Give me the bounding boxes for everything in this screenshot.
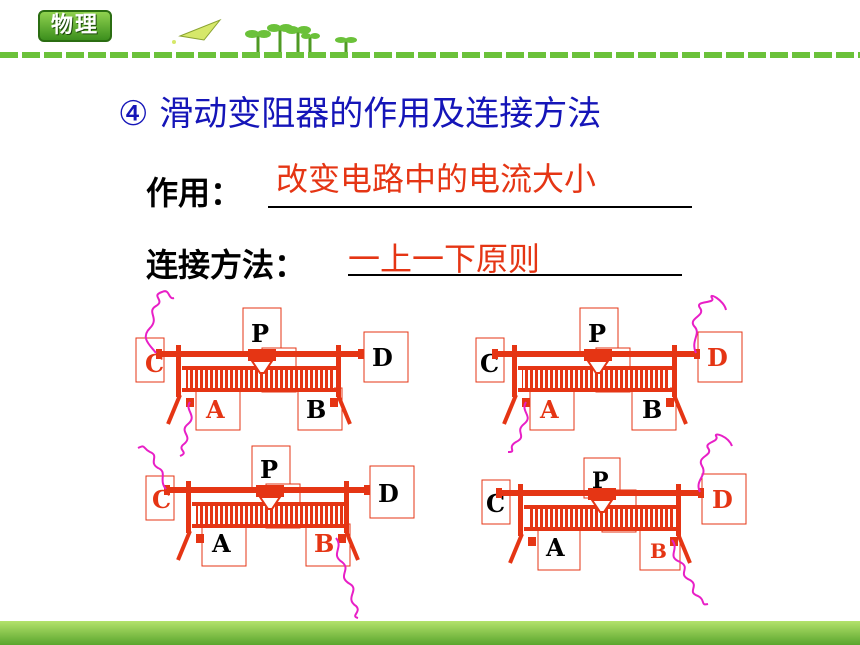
connection-answer: 一上一下原则: [348, 240, 541, 278]
connection-label: 连接方法：: [146, 246, 307, 284]
wire: [691, 294, 727, 354]
label-box-a: [529, 387, 575, 431]
terminal-d: D: [378, 479, 399, 508]
slider: [248, 349, 276, 361]
label-box-d: [363, 331, 409, 383]
rheostat-2: C P D A B: [475, 294, 743, 453]
wire: [697, 433, 733, 493]
label-box-c: [145, 475, 175, 521]
connection-underline: [348, 274, 682, 276]
wire: [335, 537, 359, 619]
terminal-d: D: [707, 343, 728, 372]
label-box-p: [242, 307, 282, 353]
sprout-decoration-icon: [172, 18, 357, 52]
label-box-c: [475, 337, 505, 383]
terminal-p: P: [251, 319, 269, 348]
terminal-p: P: [588, 319, 606, 348]
header-divider: [0, 52, 860, 58]
label-box-a: [195, 387, 241, 431]
footer-bar: [0, 621, 860, 645]
terminal-p: P: [592, 468, 609, 494]
rheostat-1: C P D A B: [135, 290, 409, 457]
slider: [256, 485, 284, 497]
resistance-coil: [196, 505, 344, 525]
label-box-d: [697, 331, 743, 383]
label-box-p: [251, 445, 291, 491]
terminal-b: B: [314, 529, 334, 558]
terminal-a: A: [205, 395, 225, 424]
label-box-b: [305, 523, 351, 567]
wire: [179, 401, 193, 457]
subject-badge: 物理: [38, 10, 112, 42]
function-answer: 改变电路中的电流大小: [276, 160, 597, 198]
slider: [588, 488, 616, 500]
slide-title: ④ 滑动变阻器的作用及连接方法: [118, 94, 602, 134]
resistance-coil: [528, 508, 674, 528]
terminal-b: B: [642, 395, 662, 424]
resistance-coil: [186, 369, 334, 389]
wire: [671, 539, 709, 606]
wire: [137, 445, 167, 490]
rheostat-3: C P D A B: [137, 445, 415, 619]
label-box-b: [639, 527, 681, 571]
function-underline: [268, 206, 692, 208]
label-box-c: [481, 479, 511, 525]
terminal-p: P: [260, 455, 278, 484]
terminal-b: B: [650, 539, 667, 563]
terminal-d: D: [372, 343, 393, 372]
wire: [507, 401, 529, 453]
wire: [144, 290, 175, 354]
header-banner: 物理: [0, 0, 860, 60]
slider: [584, 349, 612, 361]
label-box-d: [701, 473, 747, 525]
terminal-a: A: [211, 529, 231, 558]
label-box-a: [201, 523, 247, 567]
terminal-a: A: [539, 395, 559, 424]
function-label: 作用：: [146, 174, 243, 212]
terminal-a: A: [545, 533, 565, 562]
terminal-d: D: [712, 485, 733, 514]
label-box-b: [297, 387, 343, 431]
terminal-b: B: [306, 395, 326, 424]
label-box-a: [537, 527, 581, 571]
label-box-d: [369, 465, 415, 519]
rheostat-4: C P D A B: [481, 433, 747, 606]
resistance-coil: [522, 369, 670, 389]
